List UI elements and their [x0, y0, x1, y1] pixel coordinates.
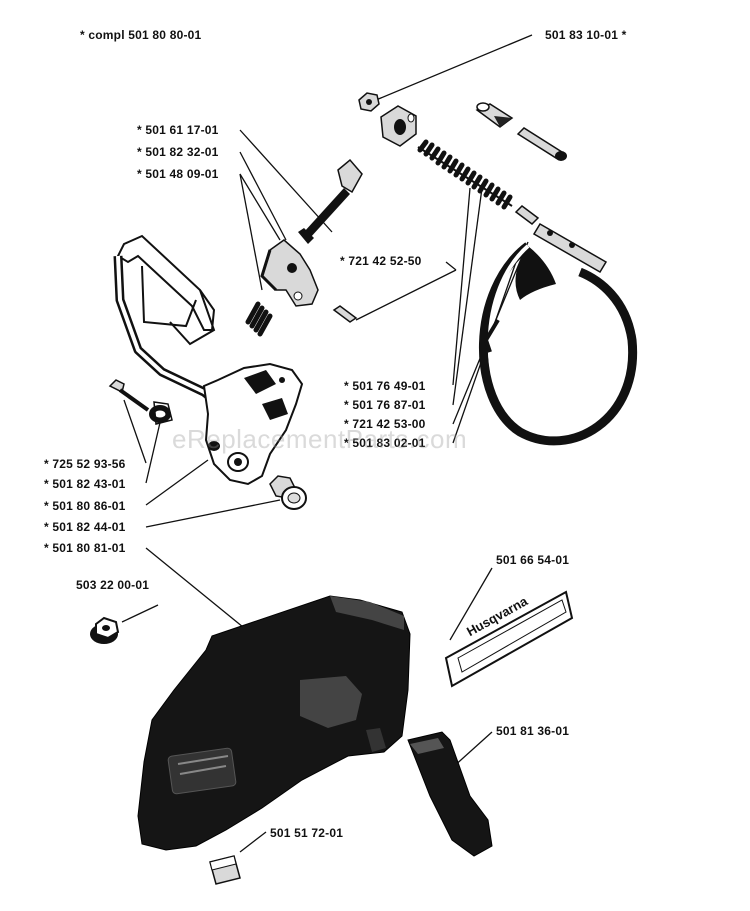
leader-lines	[121, 34, 533, 853]
part-number-label: * 725 52 93-56	[44, 457, 126, 471]
part-number-label: * 501 48 09-01	[137, 167, 219, 181]
part-number-label: * 501 80 81-01	[44, 541, 126, 555]
part-number-label: 503 22 00-01	[76, 578, 150, 592]
part-number-label: 501 81 36-01	[496, 724, 570, 738]
part-number-label: * 501 83 02-01	[344, 436, 426, 450]
part-number-label: * 501 61 17-01	[137, 123, 219, 137]
small-plate-icon	[209, 855, 241, 885]
pin-bolt-icon	[516, 127, 567, 161]
part-number-label: * 501 82 44-01	[44, 520, 126, 534]
handguard-icon	[113, 234, 304, 486]
lever-spring-icon	[245, 301, 273, 337]
flange-nut-icon	[90, 616, 120, 644]
sleeve-icon	[475, 102, 514, 128]
part-number-label: 501 83 10-01 *	[545, 28, 627, 42]
part-number-label: * 501 82 43-01	[44, 477, 126, 491]
part-number-label: * 501 82 32-01	[137, 145, 219, 159]
small-pin-icon	[514, 205, 540, 225]
roll-pin-icon	[332, 305, 358, 323]
screw-washer-icon	[108, 379, 173, 425]
collar-nut-icon	[269, 475, 307, 510]
nut-part-icon	[358, 92, 380, 112]
part-number-label: 501 51 72-01	[270, 826, 344, 840]
part-number-label: * 721 42 53-00	[344, 417, 426, 431]
adjuster-block-icon	[380, 105, 417, 147]
spring-icon	[417, 139, 513, 210]
watermark-text: eReplacementParts.com	[172, 424, 468, 454]
part-number-label: * 721 42 52-50	[340, 254, 422, 268]
chain-guide-plate-icon	[407, 731, 493, 857]
part-number-label: 501 66 54-01	[496, 553, 570, 567]
part-number-label: * 501 76 49-01	[344, 379, 426, 393]
knob-spindle-icon	[298, 158, 363, 244]
lever-bracket-icon	[260, 239, 319, 307]
clutch-cover-icon	[137, 595, 411, 851]
compl-assembly-label: * compl 501 80 80-01	[80, 28, 202, 42]
brake-band-icon	[479, 222, 638, 446]
part-number-label: * 501 80 86-01	[44, 499, 126, 513]
part-number-label: * 501 76 87-01	[344, 398, 426, 412]
husqvarna-decal-icon	[444, 590, 574, 688]
